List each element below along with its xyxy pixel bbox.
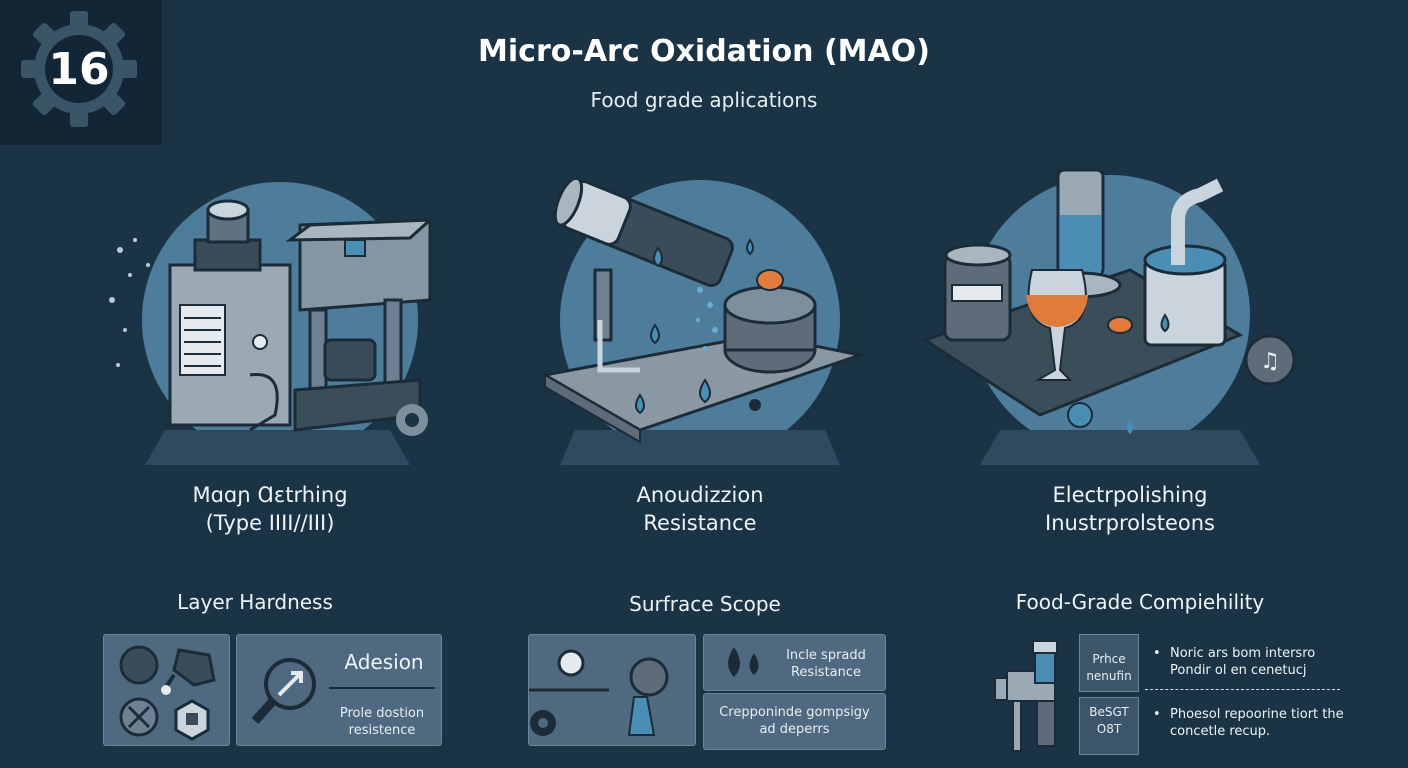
adhesion-description: Prole dostion resistence — [323, 705, 441, 739]
hardness-icons-panel — [103, 634, 230, 746]
pipe-illustration — [540, 180, 866, 465]
hardness-heading: Layer Hardness — [177, 590, 333, 614]
food-box-2-line1: BeSGT — [1089, 705, 1129, 719]
gear-small-icon — [530, 710, 556, 736]
food-box-1: Prhce nenufin — [1079, 634, 1139, 692]
food-heading: Food-Grade Compiehility — [1015, 590, 1265, 614]
spindle-icon — [119, 697, 159, 737]
food-bullet-2-line1: Phoesol repoorine tiort the — [1170, 707, 1344, 722]
food-box-2: BeSGT O8T — [1079, 697, 1139, 755]
surface-bottom-text: Crepponinde gompsigy ad deperrs — [708, 704, 881, 738]
column-1-label: Mɑɑɲ Ɑɛtrhing (Type IIII//III) — [160, 481, 380, 537]
adhesion-description-line2: resistence — [348, 723, 416, 738]
page-title: Micro-Arc Oxidation (MAO) — [478, 34, 930, 69]
music-gear-icon: ♫ — [1244, 334, 1296, 386]
column-2-label: Anoudizzion Resistance — [590, 481, 810, 537]
glassware-illustration: ♫ — [921, 168, 1296, 465]
instrument-icon — [994, 640, 1058, 752]
small-gear-icon — [396, 404, 428, 436]
adhesion-label: Adesion — [344, 650, 424, 674]
adhesion-panel: Adesion Prole dostion resistence — [236, 634, 442, 746]
surface-top-text-line1: Incle spradd — [786, 648, 866, 663]
column-1-label-line2: (Type IIII//III) — [205, 511, 335, 535]
column-1-label-line1: Mɑɑɲ Ɑɛtrhing — [192, 483, 348, 507]
surface-top-right-panel: Incle spradd Resistance — [703, 634, 886, 691]
surface-bottom-text-line2: ad deperrs — [759, 722, 830, 737]
ring-icon — [119, 645, 159, 685]
surface-top-text-line2: Resistance — [790, 665, 862, 680]
surface-left-panel — [528, 634, 696, 746]
column-2-label-line2: Resistance — [643, 511, 757, 535]
step-number: 16 — [48, 43, 110, 95]
food-box-2-line2: O8T — [1096, 722, 1122, 736]
food-bullet-1-line2: Pondir ol en cenetucj — [1170, 663, 1307, 678]
gear-icon — [21, 11, 137, 127]
column-3-label: Electrpolishing Inustrprolsteons — [1000, 481, 1260, 537]
food-box-1-line2: nenufin — [1086, 669, 1132, 683]
surface-bottom-right-panel: Crepponinde gompsigy ad deperrs — [703, 693, 886, 750]
column-2-label-line1: Anoudizzion — [636, 483, 764, 507]
page-subtitle: Food grade aplications — [590, 88, 818, 112]
surface-heading: Surfrace Scope — [629, 592, 781, 616]
step-badge: 16 — [0, 0, 162, 145]
food-divider — [1145, 689, 1340, 690]
drops-icon — [728, 647, 759, 677]
food-bullet-1: • Noric ars bom intersro Pondir ol en ce… — [1153, 646, 1316, 678]
surface-bottom-text-line1: Crepponinde gompsigy — [719, 705, 870, 720]
cube-icon — [174, 699, 210, 741]
machine-illustration — [109, 182, 435, 465]
food-bullet-1-line1: Noric ars bom intersro — [1170, 646, 1316, 661]
magnifier-icon — [251, 658, 316, 725]
hand-specimen-icon — [627, 657, 669, 736]
fracture-icon — [160, 648, 216, 695]
adhesion-description-line1: Prole dostion — [339, 706, 425, 721]
surface-top-text: Incle spradd Resistance — [772, 647, 880, 681]
ball-icon — [557, 649, 585, 677]
food-box-1-line1: Prhce — [1092, 652, 1126, 666]
svg-text:♫: ♫ — [1260, 349, 1280, 374]
food-bullet-2-line2: concetle recup. — [1170, 724, 1271, 739]
food-bullet-2: • Phoesol repoorine tiort the concetle r… — [1153, 707, 1344, 739]
column-3-label-line2: Inustrprolsteons — [1045, 511, 1215, 535]
column-3-label-line1: Electrpolishing — [1052, 483, 1208, 507]
